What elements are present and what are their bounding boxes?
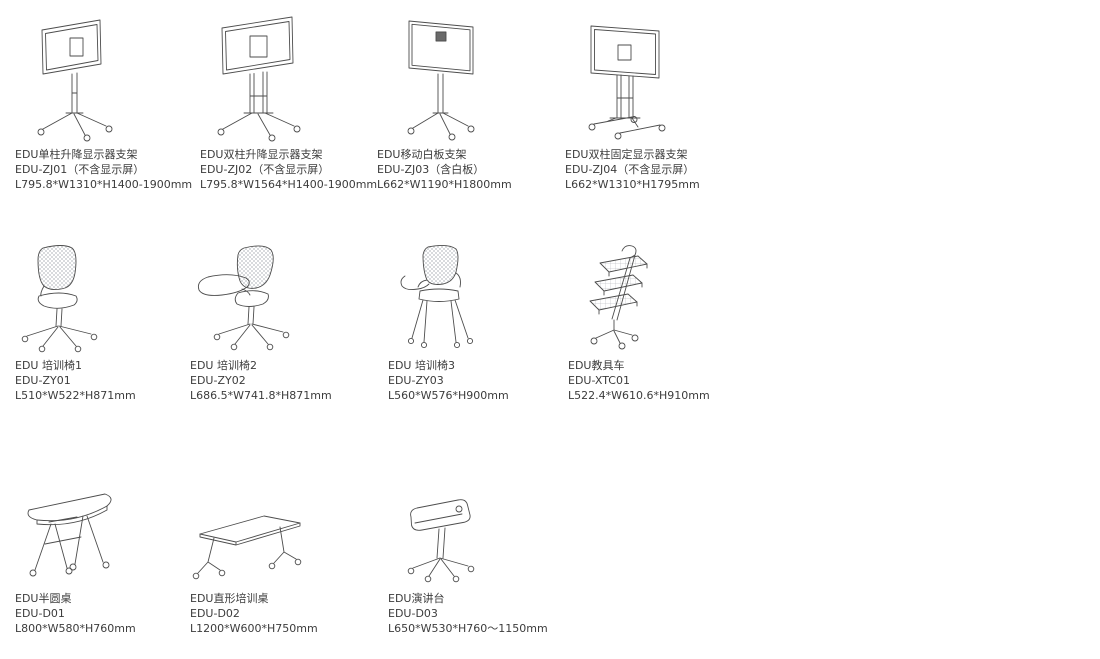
- product-name: EDU教具车: [568, 359, 625, 372]
- product-dimensions: L795.8*W1564*H1400-1900mm: [200, 178, 378, 191]
- product-card-edu-zj02: EDU双柱升降显示器支架 EDU-ZJ02（不含显示屏） L795.8*W156…: [200, 8, 386, 192]
- product-model: EDU-ZJ02（不含显示屏）: [200, 163, 330, 176]
- product-name: EDU直形培训桌: [190, 592, 269, 605]
- product-card-edu-d03: EDU演讲台 EDU-D03 L650*W530*H760～1150mm: [388, 476, 574, 636]
- product-model: EDU-ZY01: [15, 374, 71, 387]
- rectangular-training-table-drawing: [192, 515, 302, 580]
- mobile-whiteboard-stand-drawing: [407, 20, 475, 141]
- product-dimensions: L662*W1310*H1795mm: [565, 178, 700, 191]
- product-model: EDU-ZJ01（不含显示屏）: [15, 163, 145, 176]
- training-chair-1-drawing: [21, 245, 98, 353]
- product-dimensions: L662*W1190*H1800mm: [377, 178, 512, 191]
- training-chair-2-tablet-drawing: [197, 245, 290, 351]
- product-dimensions: L650*W530*H760～1150mm: [388, 622, 548, 635]
- dual-column-lift-monitor-stand-drawing: [217, 16, 301, 142]
- product-model: EDU-D02: [190, 607, 240, 620]
- product-name: EDU双柱升降显示器支架: [200, 148, 323, 161]
- product-card-edu-d02: EDU直形培训桌 EDU-D02 L1200*W600*H750mm: [190, 476, 376, 636]
- product-model: EDU-ZY03: [388, 374, 444, 387]
- product-model: EDU-ZJ03（含白板）: [377, 163, 485, 176]
- product-card-edu-zj04: EDU双柱固定显示器支架 EDU-ZJ04（不含显示屏） L662*W1310*…: [565, 8, 751, 192]
- training-chair-3-four-leg-drawing: [400, 244, 474, 349]
- product-name: EDU单柱升降显示器支架: [15, 148, 138, 161]
- product-name: EDU 培训椅2: [190, 359, 257, 372]
- product-name: EDU半圆桌: [15, 592, 72, 605]
- product-name: EDU演讲台: [388, 592, 445, 605]
- product-dimensions: L510*W522*H871mm: [15, 389, 136, 402]
- product-name: EDU双柱固定显示器支架: [565, 148, 688, 161]
- product-card-edu-zj01: EDU单柱升降显示器支架 EDU-ZJ01（不含显示屏） L795.8*W131…: [15, 8, 201, 192]
- product-dimensions: L800*W580*H760mm: [15, 622, 136, 635]
- product-dimensions: L560*W576*H900mm: [388, 389, 509, 402]
- lectern-drawing: [407, 499, 475, 583]
- teaching-aid-cart-drawing: [589, 245, 648, 350]
- product-name: EDU 培训椅1: [15, 359, 82, 372]
- product-dimensions: L686.5*W741.8*H871mm: [190, 389, 332, 402]
- product-model: EDU-D03: [388, 607, 438, 620]
- product-card-edu-xtc01: EDU教具车 EDU-XTC01 L522.4*W610.6*H910mm: [568, 243, 754, 403]
- product-name: EDU移动白板支架: [377, 148, 467, 161]
- product-model: EDU-ZJ04（不含显示屏）: [565, 163, 695, 176]
- product-model: EDU-D01: [15, 607, 65, 620]
- product-card-edu-zy03: EDU 培训椅3 EDU-ZY03 L560*W576*H900mm: [388, 243, 574, 403]
- product-card-edu-zy01: EDU 培训椅1 EDU-ZY01 L510*W522*H871mm: [15, 243, 201, 403]
- product-model: EDU-ZY02: [190, 374, 246, 387]
- product-card-edu-zy02: EDU 培训椅2 EDU-ZY02 L686.5*W741.8*H871mm: [190, 243, 376, 403]
- half-round-table-drawing: [27, 493, 112, 577]
- product-name: EDU 培训椅3: [388, 359, 455, 372]
- product-card-edu-d01: EDU半圆桌 EDU-D01 L800*W580*H760mm: [15, 476, 201, 636]
- product-dimensions: L1200*W600*H750mm: [190, 622, 318, 635]
- product-dimensions: L522.4*W610.6*H910mm: [568, 389, 710, 402]
- single-column-lift-monitor-stand-drawing: [37, 19, 113, 142]
- product-dimensions: L795.8*W1310*H1400-1900mm: [15, 178, 193, 191]
- product-card-edu-zj03: EDU移动白板支架 EDU-ZJ03（含白板） L662*W1190*H1800…: [377, 8, 563, 192]
- product-model: EDU-XTC01: [568, 374, 630, 387]
- dual-column-fixed-monitor-stand-drawing: [588, 25, 666, 140]
